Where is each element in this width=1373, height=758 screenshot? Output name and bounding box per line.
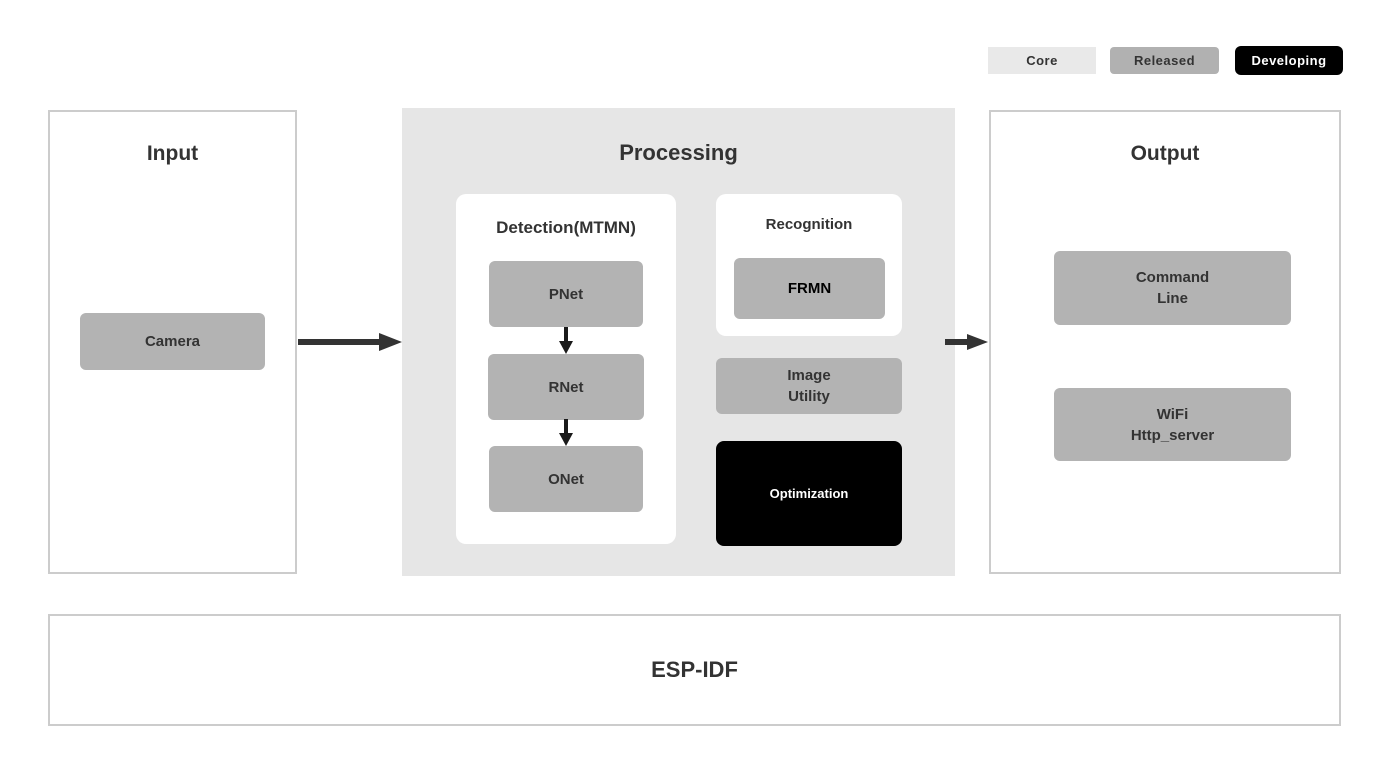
arrow-right-icon — [298, 333, 402, 351]
image-utility-module: Image Utility — [716, 358, 902, 414]
arrow-right-icon — [945, 334, 988, 350]
legend-released-label: Released — [1133, 53, 1196, 68]
arrow-down-icon — [559, 327, 573, 354]
wifi-label-line1: WiFi — [1156, 405, 1189, 423]
wifi-label-line2: Http_server — [1130, 426, 1215, 444]
onet-module-label: ONet — [548, 470, 584, 488]
command-line-label-line1: Command — [1135, 269, 1210, 286]
legend-core-label: Core — [1026, 53, 1058, 68]
legend-core-badge: Core — [988, 47, 1096, 74]
legend-released-badge: Released — [1110, 47, 1219, 74]
camera-module: Camera — [80, 313, 265, 370]
output-panel-title: Output — [1130, 142, 1200, 165]
arrow-down-icon — [559, 419, 573, 446]
optimization-module: Optimization — [716, 441, 902, 546]
optimization-module-label: Optimization — [769, 486, 849, 501]
command-line-module: Command Line — [1054, 251, 1291, 325]
input-panel-title: Input — [146, 142, 199, 165]
esp-idf-panel: ESP-IDF — [48, 614, 1341, 726]
recognition-group-title: Recognition — [765, 216, 853, 233]
wifi-http-server-module: WiFi Http_server — [1054, 388, 1291, 461]
pnet-module: PNet — [489, 261, 643, 327]
command-line-label-line2: Line — [1157, 290, 1188, 307]
frmn-module: FRMN — [734, 258, 885, 319]
onet-module: ONet — [489, 446, 643, 512]
legend-developing-label: Developing — [1251, 53, 1327, 68]
pnet-module-label: PNet — [548, 285, 584, 303]
output-panel: Output — [989, 110, 1341, 574]
rnet-module-label: RNet — [548, 378, 584, 396]
camera-module-label: Camera — [144, 333, 201, 350]
frmn-module-label: FRMN — [787, 280, 832, 297]
rnet-module: RNet — [488, 354, 644, 420]
processing-panel-title: Processing — [619, 140, 738, 165]
detection-group-title: Detection(MTMN) — [496, 218, 636, 237]
image-utility-label-line1: Image — [787, 367, 831, 384]
esp-idf-title: ESP-IDF — [651, 657, 738, 682]
image-utility-label-line2: Utility — [788, 388, 830, 405]
legend-developing-badge: Developing — [1235, 46, 1343, 75]
